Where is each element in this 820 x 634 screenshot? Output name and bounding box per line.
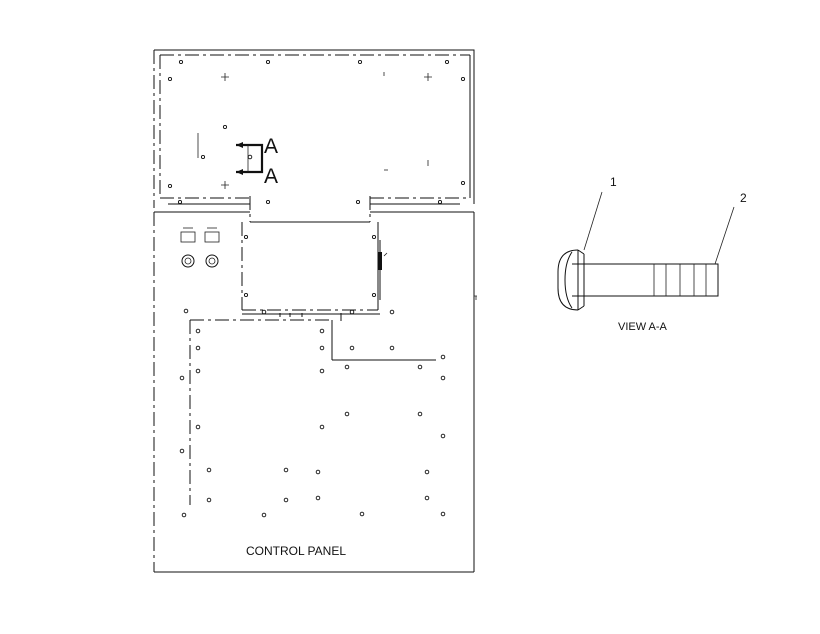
callout-1: 1 [610,175,617,189]
control-panel-caption: CONTROL PANEL [246,544,346,558]
knob-left [181,254,195,268]
inner-mounting-plate [189,313,436,505]
view-a-a-detail [557,191,735,311]
view-a-a-caption: VIEW A-A [618,321,668,333]
section-label-top: A [264,135,278,158]
control-panel-outline [153,196,475,573]
section-a-a-marker: A A [236,135,278,188]
switch-right [204,227,220,243]
callout-2: 2 [740,191,747,205]
switch-left [180,227,196,243]
bracket-cutout [241,222,388,311]
panel-holes [179,295,477,518]
section-label-bottom: A [264,165,278,188]
upper-panel [153,49,475,208]
knob-right [205,254,219,268]
